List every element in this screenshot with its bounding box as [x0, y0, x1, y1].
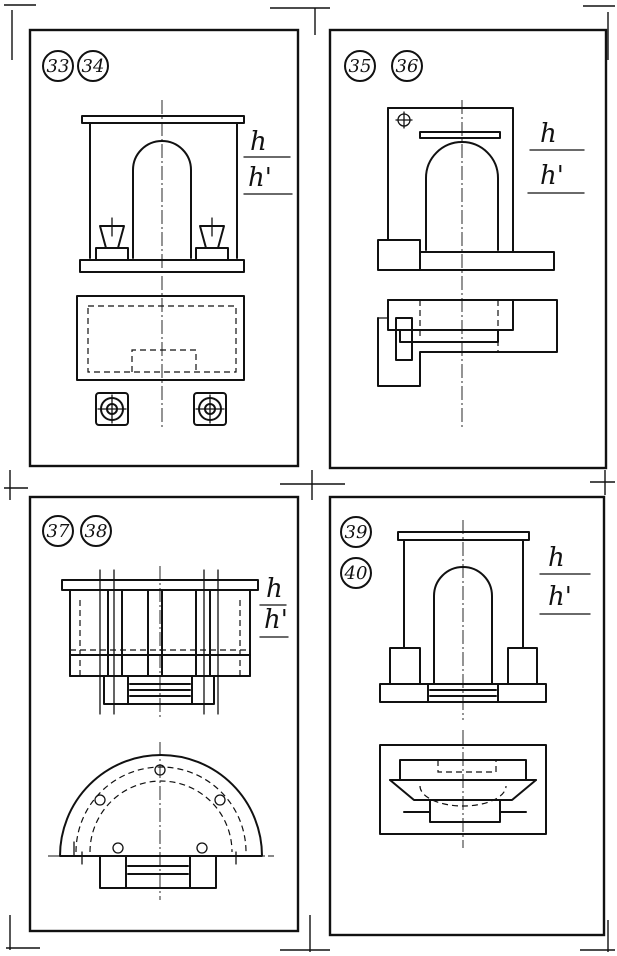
panel-frame [328, 495, 606, 937]
height-label-h: h [250, 127, 267, 157]
problem-number: 36 [396, 56, 419, 77]
problem-number: 39 [345, 522, 368, 543]
bolt-view-right [193, 392, 227, 426]
panel-33-34: 33 34 h h' [28, 28, 300, 468]
bolt-view-left [95, 392, 129, 426]
height-label-h-prime: h' [248, 163, 272, 193]
panel-frame [328, 28, 608, 470]
height-label-h-prime: h' [264, 605, 288, 635]
top-view [48, 742, 274, 900]
panel-frame [28, 495, 300, 933]
problem-number: 35 [349, 56, 372, 77]
top-view [377, 299, 558, 387]
front-view [377, 100, 555, 430]
problem-number: 38 [85, 521, 108, 542]
problem-number: 40 [344, 563, 368, 584]
height-label-h: h [266, 574, 283, 604]
number-badge: 39 [340, 516, 372, 548]
height-label-h: h [540, 119, 557, 149]
front-view [61, 566, 259, 720]
problem-number: 33 [47, 56, 70, 77]
front-view [79, 100, 245, 430]
panel-35-36: 35 36 h h' [328, 28, 608, 470]
panel-39-40: 39 40 h h' [328, 495, 606, 937]
panel-37-38: 37 38 h h' [28, 495, 300, 933]
problem-number: 37 [47, 521, 70, 542]
height-label-h: h [548, 543, 565, 573]
front-view [379, 520, 547, 720]
problem-number: 34 [82, 56, 105, 77]
panel-frame [28, 28, 300, 468]
number-badge: 34 [77, 50, 109, 82]
number-badge: 36 [391, 50, 423, 82]
height-label-h-prime: h' [548, 582, 572, 612]
number-badge: 38 [80, 515, 112, 547]
height-label-h-prime: h' [540, 161, 564, 191]
top-view [379, 730, 547, 848]
number-badge: 37 [42, 515, 74, 547]
top-view [76, 295, 245, 381]
number-badge: 35 [344, 50, 376, 82]
crop-marks [4, 4, 615, 952]
number-badge: 33 [42, 50, 74, 82]
number-badge: 40 [340, 557, 372, 589]
